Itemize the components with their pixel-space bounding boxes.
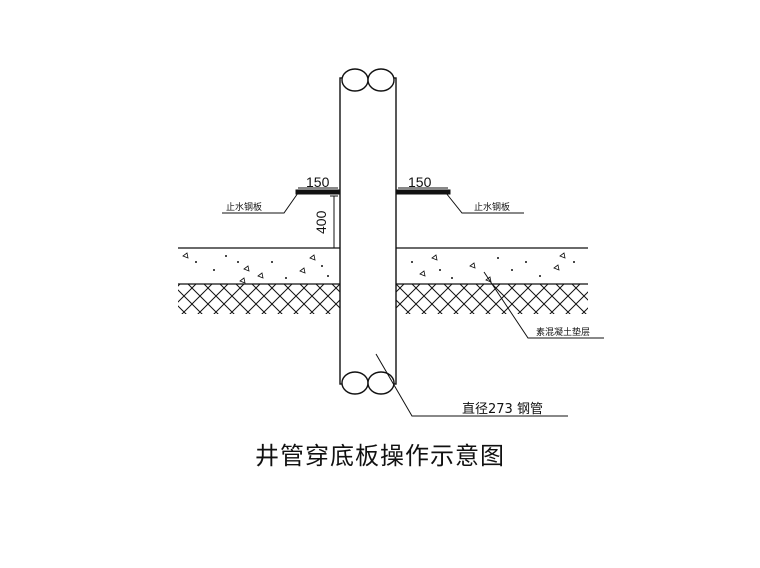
concrete-aggregate xyxy=(182,252,566,284)
water-stop-plates xyxy=(295,189,451,195)
left-plate-label: 止水钢板 xyxy=(226,201,262,213)
dim-vertical-label: 400 xyxy=(313,210,329,234)
soil-hatch-right xyxy=(396,284,588,314)
soil-hatch-left xyxy=(178,284,340,314)
concrete-cushion-label: 素混凝土垫层 xyxy=(536,326,590,338)
dimension-lines xyxy=(298,187,448,249)
dim-right-label: 150 xyxy=(408,174,432,190)
pipe-label: 直径273 钢管 xyxy=(462,402,543,417)
steel-pipe xyxy=(339,68,397,395)
right-plate-label: 止水钢板 xyxy=(474,201,510,213)
leader-lines xyxy=(222,192,604,417)
diagram-caption: 井管穿底板操作示意图 xyxy=(255,442,505,470)
concrete-specks xyxy=(195,255,575,279)
dim-left-label: 150 xyxy=(306,174,330,190)
